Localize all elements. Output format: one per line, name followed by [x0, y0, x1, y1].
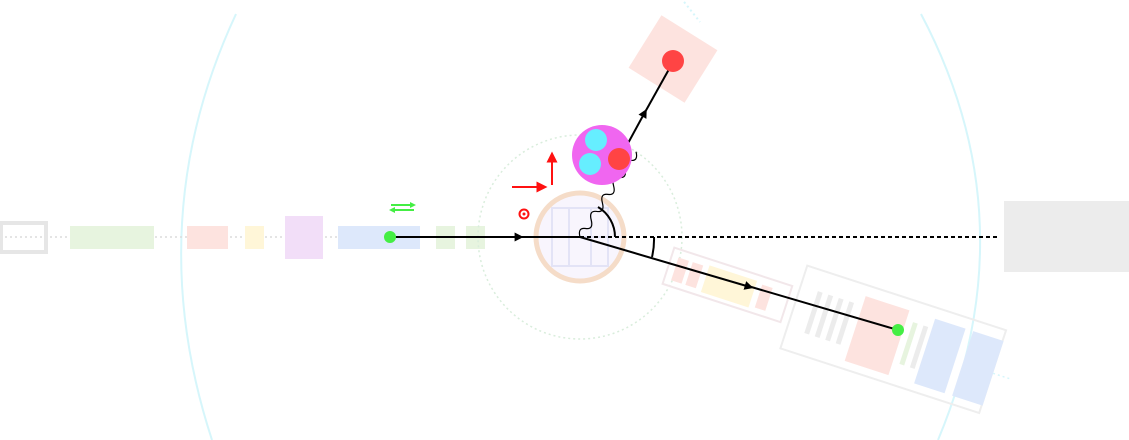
wire-chamber-1 — [804, 291, 823, 335]
dot-in-circle-icon — [518, 208, 530, 220]
photon-angle-arc — [597, 206, 616, 238]
scattered-electron — [892, 324, 904, 336]
beamline-element-violet — [285, 216, 323, 259]
spectrometer-front-frame — [661, 246, 794, 324]
wire-chamber-3 — [825, 297, 844, 342]
detector-plane-1 — [899, 322, 918, 366]
detector-blue-1 — [914, 318, 966, 394]
guide-dotted-line — [681, 0, 701, 23]
incident-electron — [384, 231, 396, 243]
detector-blue-2 — [952, 331, 1004, 406]
spectrometer-axis-dotted — [992, 372, 1013, 381]
hall-wall-left — [180, 13, 237, 440]
beamline-element-yellow — [245, 226, 264, 249]
detector-plane-2 — [909, 325, 929, 369]
scattered-electron-track — [579, 236, 754, 290]
scattering-angle-arc — [651, 236, 656, 258]
recoil-proton — [662, 50, 684, 72]
beamline-element-green — [70, 226, 154, 249]
beam-source-box — [0, 221, 48, 254]
spectrometer-red-element-1 — [671, 257, 689, 284]
wire-chamber-2 — [814, 294, 834, 338]
calorimeter-red — [844, 296, 910, 376]
spectrometer-red-element-2 — [685, 262, 704, 289]
beam-dump — [1004, 201, 1129, 272]
scattered-electron-track-tail — [747, 285, 899, 331]
quark-2 — [579, 153, 601, 175]
struck-quark — [608, 148, 630, 170]
double-arrow-icon — [389, 202, 416, 213]
quark-1 — [585, 129, 607, 151]
spectrometer-arm — [661, 246, 1013, 415]
beamline-element-red — [187, 226, 228, 249]
beamline-element-blue — [338, 226, 420, 249]
wire-chamber-4 — [835, 301, 855, 345]
